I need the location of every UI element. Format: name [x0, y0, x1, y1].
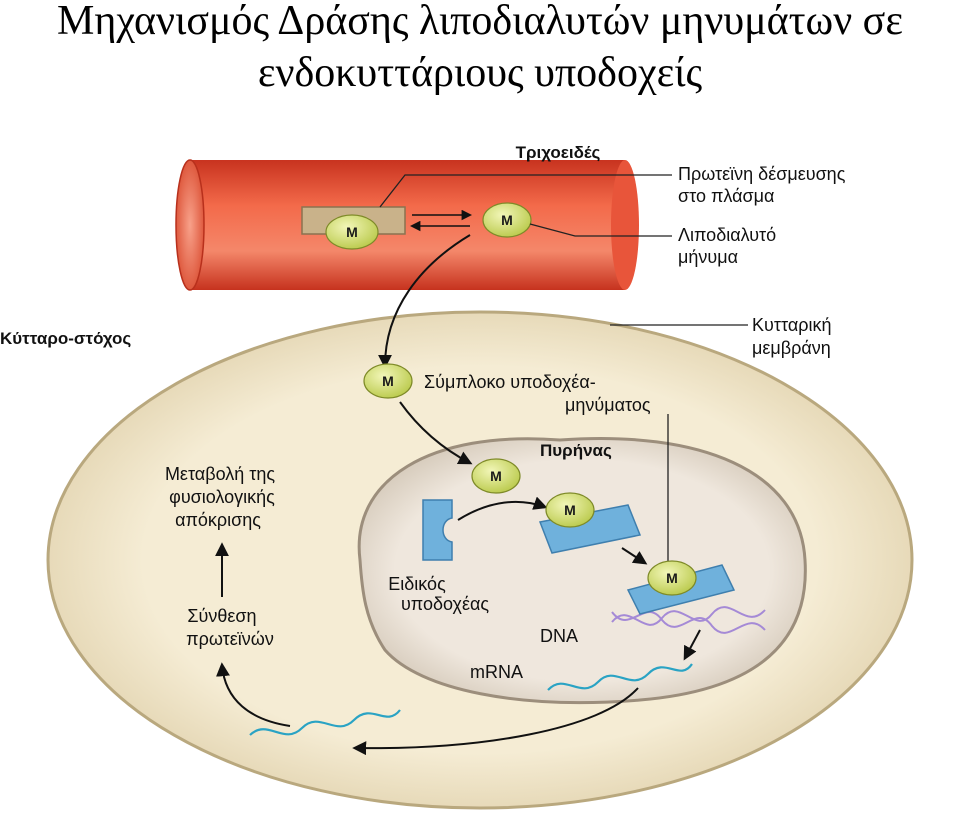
- title-line-1: Μηχανισμός Δράσης λιποδιαλυτών μηνυμάτων…: [57, 0, 903, 44]
- hormone-receptor-complex: M: [538, 492, 642, 554]
- transcription-arrow: [683, 629, 701, 661]
- plasma-protein-label-1: Πρωτεϊνη δέσμευσης: [678, 164, 846, 184]
- dna-bound-complex: M: [626, 560, 736, 615]
- hormone-symbol: M: [382, 373, 394, 389]
- response-label-1: Μεταβολή της: [165, 464, 275, 484]
- dna-binding-arrow: [621, 547, 648, 565]
- nucleus: [357, 437, 807, 705]
- hormone-symbol: M: [346, 224, 358, 240]
- hormone-symbol: M: [564, 502, 576, 518]
- lipid-hormone-label-2: μήνυμα: [678, 247, 738, 267]
- dna-label: DNA: [540, 626, 578, 646]
- entry-arrow: [378, 234, 471, 369]
- specific-receptor-label-2: υποδοχέας: [401, 594, 489, 614]
- binding-arrow: [457, 496, 548, 521]
- protein-synthesis-label-1: Σύνθεση: [187, 606, 256, 626]
- mrna-export-arrow: [352, 687, 639, 756]
- nucleus-label: Πυρήνας: [540, 441, 612, 460]
- response-label-2: φυσιολογικής: [169, 487, 275, 507]
- specific-receptor-label-1: Ειδικός: [388, 574, 446, 594]
- plasma-protein-label-2: στο πλάσμα: [678, 186, 774, 206]
- specific-receptor: [422, 499, 453, 561]
- target-cell-label: Κύτταρο-στόχος: [0, 329, 131, 348]
- capillary-label: Τριχοειδές: [516, 143, 601, 162]
- hormone-cytoplasm: M: [363, 363, 413, 399]
- cell-membrane-label-1: Κυτταρική: [752, 315, 831, 335]
- hormone-free: M: [482, 202, 532, 238]
- mrna-cytoplasm: [249, 709, 401, 736]
- receptor-complex-label-1: Σύμπλοκο υποδοχέα-: [424, 372, 596, 392]
- hormone-bound: M: [325, 214, 379, 250]
- nucleus-entry-arrow: [399, 401, 473, 465]
- title-line-2: ενδοκυττάριους υποδοχείς: [257, 50, 703, 96]
- hormone-symbol: M: [666, 570, 678, 586]
- receptor-complex-label-2: μηνύματος: [565, 395, 651, 415]
- hormone-symbol: M: [490, 468, 502, 484]
- capillary: [175, 159, 639, 291]
- hormone-symbol: M: [501, 212, 513, 228]
- leader-lines: [379, 174, 748, 575]
- equilibrium-arrows: [409, 209, 473, 232]
- response-label-3: απόκρισης: [175, 510, 261, 530]
- hormone-nucleus: M: [471, 458, 521, 494]
- translation-arrow: [215, 662, 291, 727]
- mrna-nucleus: [547, 663, 693, 691]
- protein-synthesis-label-2: πρωτεϊνών: [186, 629, 274, 649]
- mrna-label: mRNA: [470, 662, 523, 682]
- cell-membrane-label-2: μεμβράνη: [752, 338, 831, 358]
- dna-helix: [611, 606, 766, 634]
- lipid-hormone-label-1: Λιποδιαλυτό: [678, 225, 776, 245]
